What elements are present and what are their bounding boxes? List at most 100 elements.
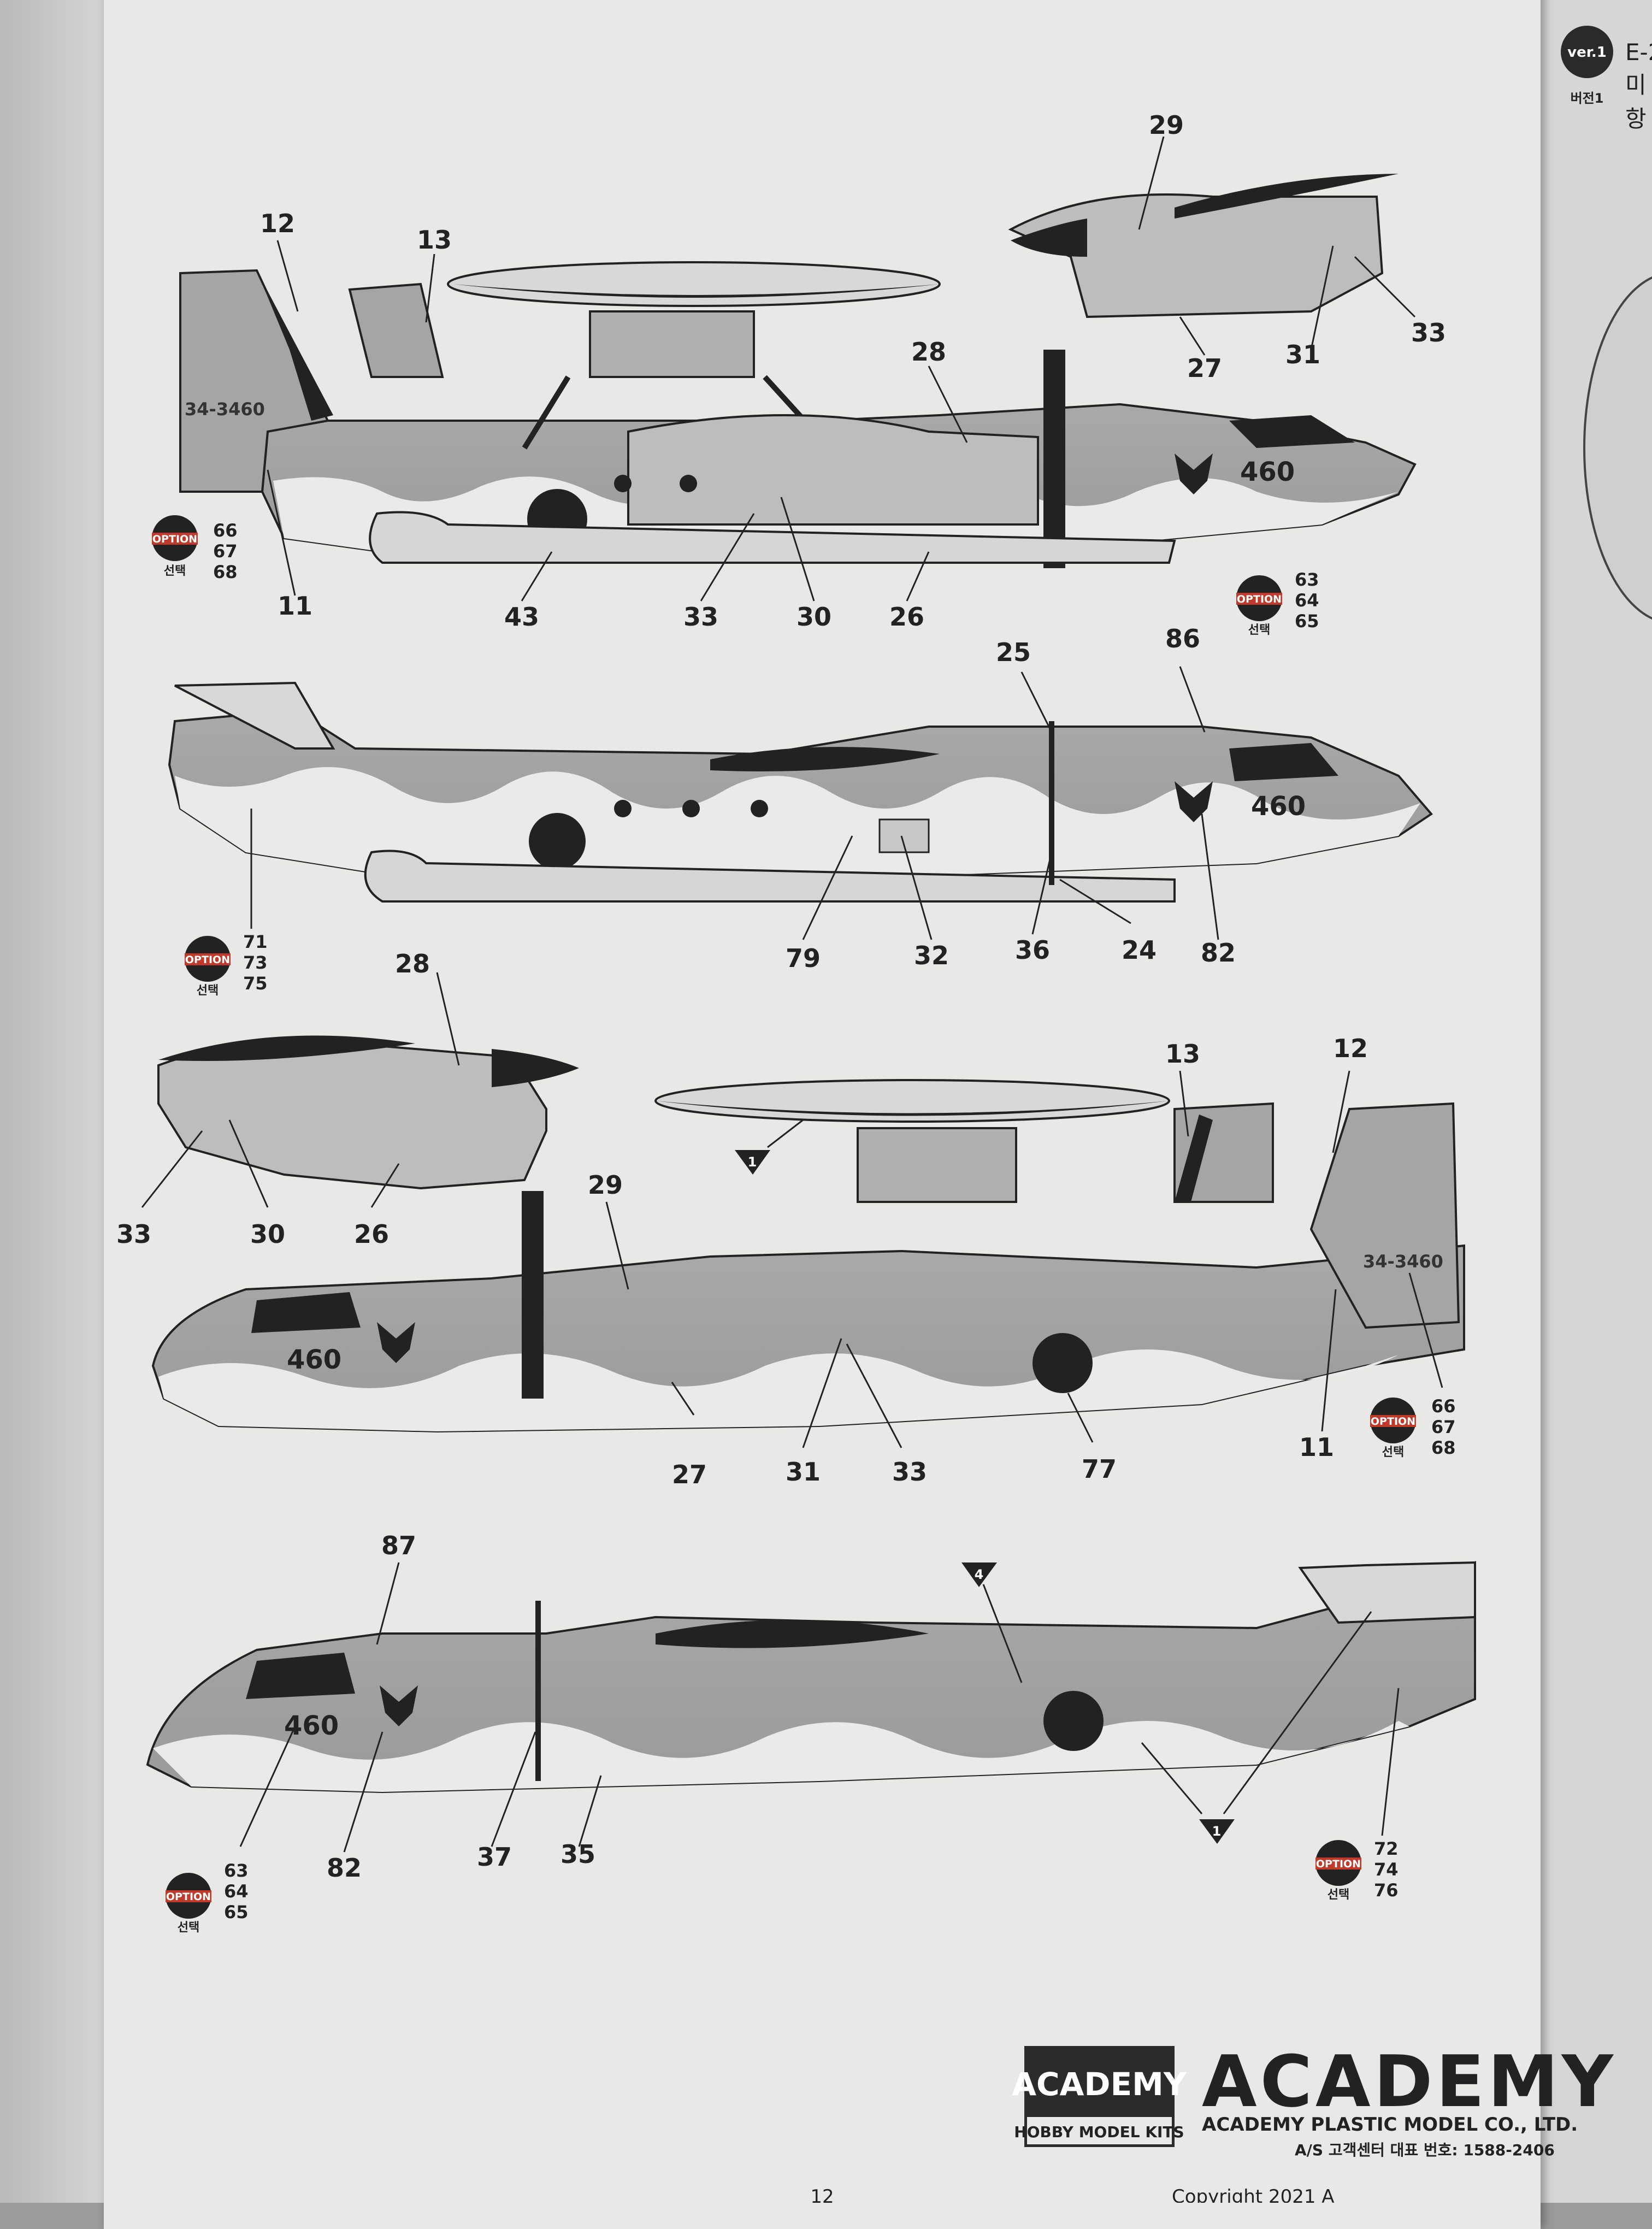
profile-1: 460 34-3460 12 13 11 43 33 30 26 28 29	[152, 110, 1446, 637]
academy-logo: ACADEMY	[1202, 2040, 1616, 2123]
callout-37: 37	[477, 1842, 512, 1872]
right-text-2: 미	[1625, 72, 1647, 98]
option-badge-5-sub: 선택	[178, 1921, 199, 1935]
radome-1	[447, 261, 941, 307]
nose-number-1: 460	[1240, 457, 1295, 487]
callout-87: 87	[381, 1531, 416, 1560]
service-number: A/S 고객센터 대표 번호: 1588-2406	[1295, 2141, 1555, 2159]
callout-82b: 82	[327, 1853, 362, 1883]
callout-13b: 13	[1165, 1039, 1200, 1069]
academy-badge-top: ACADEMY	[1012, 2066, 1187, 2103]
option-1-num-a: 66	[213, 520, 238, 541]
callout-11: 11	[278, 591, 312, 621]
hinomaru-4	[1043, 1691, 1104, 1751]
callout-29b: 29	[588, 1170, 623, 1200]
callout-26: 26	[889, 602, 924, 632]
triangle-marker-4-top-label: 4	[975, 1567, 984, 1582]
callout-30b: 30	[250, 1219, 285, 1249]
option-2-num-b: 64	[1295, 590, 1319, 611]
option-6-num-a: 72	[1374, 1838, 1399, 1859]
callout-25: 25	[996, 638, 1031, 667]
callout-27: 27	[1187, 353, 1222, 383]
callout-28b: 28	[395, 949, 430, 978]
nose-number-3: 460	[287, 1345, 341, 1375]
radome-pylon-3	[857, 1127, 1017, 1203]
radome-2	[710, 747, 940, 771]
option-badge-3-sub: 선택	[197, 984, 219, 998]
callout-12b: 12	[1333, 1034, 1368, 1063]
option-3-num-c: 75	[243, 973, 268, 994]
callout-32: 32	[914, 941, 949, 970]
cockpit-1	[1229, 415, 1355, 448]
callout-31: 31	[1285, 340, 1320, 369]
option-6-num-c: 76	[1374, 1880, 1399, 1901]
propeller-1	[1043, 350, 1065, 568]
triangle-marker-4-bottom-label: 1	[1212, 1824, 1222, 1839]
callout-24: 24	[1122, 935, 1157, 965]
profile-4: 460 4 1 87 82 37 35 OPTION 선택 63 64 65 O…	[146, 1531, 1476, 1935]
callout-31b: 31	[786, 1457, 821, 1487]
version-badge	[1561, 26, 1613, 78]
hinomaru-2	[529, 813, 586, 870]
ventral-fairing-1	[369, 511, 1176, 564]
cockpit-2	[1229, 743, 1338, 781]
option-badge-5-label: OPTION	[166, 1891, 211, 1903]
callout-35: 35	[560, 1839, 595, 1869]
option-badge-1-label: OPTION	[152, 533, 197, 545]
callout-36: 36	[1015, 935, 1050, 965]
profile-3: 460 34-3460 1 28 33 30 26 29 27 31 33 77	[116, 949, 1465, 1489]
tail-edge-1	[257, 270, 333, 421]
option-badge-6-label: OPTION	[1316, 1858, 1361, 1870]
option-badge-6-sub: 선택	[1328, 1888, 1349, 1902]
nacelle-1	[627, 414, 1039, 526]
option-badge-1-sub: 선택	[164, 564, 186, 578]
tail-serial-3: 34-3460	[1363, 1251, 1443, 1272]
tail-3	[1309, 1102, 1460, 1329]
nose-number-2: 460	[1251, 791, 1306, 822]
callout-43: 43	[504, 602, 539, 632]
bat-emblem-3	[377, 1322, 415, 1363]
option-badge-4-sub: 선택	[1382, 1446, 1404, 1459]
callout-26b: 26	[354, 1219, 389, 1249]
option-badge-2-label: OPTION	[1237, 593, 1282, 605]
ventral-fairing-2	[364, 850, 1176, 903]
triangle-marker-3-label: 1	[748, 1154, 757, 1170]
callout-29: 29	[1149, 110, 1184, 140]
right-text-1: E-2	[1625, 39, 1652, 66]
option-5-num-c: 65	[224, 1902, 249, 1923]
radome-pylon-1	[589, 310, 755, 378]
option-4-num-a: 66	[1431, 1396, 1456, 1417]
cockpit-4	[246, 1653, 355, 1699]
callout-77: 77	[1082, 1454, 1117, 1484]
bat-emblem-2	[1175, 781, 1213, 822]
nose-number-4: 460	[284, 1711, 339, 1741]
nacelle-detail-1	[1008, 193, 1384, 319]
profile-2: 460 25 86 79 32 36 24 82 OPTION 선택 71 73…	[168, 624, 1433, 998]
option-3-num-a: 71	[243, 931, 268, 952]
bat-emblem-4	[380, 1685, 418, 1726]
right-text-3: 항	[1625, 105, 1647, 132]
right-page-diagram	[1583, 276, 1652, 620]
option-5-num-a: 63	[224, 1860, 249, 1881]
callout-33: 33	[683, 602, 718, 632]
option-badge-2-sub: 선택	[1248, 623, 1270, 637]
tail-serial-1: 34-3460	[185, 399, 265, 420]
splinter-camo-2	[175, 767, 1420, 880]
callout-33d: 33	[892, 1457, 927, 1487]
callout-27b: 27	[672, 1460, 707, 1489]
tail-cap-1	[348, 282, 444, 378]
triangle-marker-4-top	[961, 1562, 997, 1587]
callout-30: 30	[796, 602, 831, 632]
hinomaru-3	[1032, 1333, 1093, 1393]
triangle-marker-4-bottom	[1199, 1819, 1235, 1844]
footer: ACADEMY HOBBY MODEL KITS ACADEMY ACADEMY…	[810, 2040, 1616, 2203]
nacelle-detail-3	[157, 1040, 547, 1190]
antenna-line-4	[535, 1601, 541, 1781]
option-4-num-c: 68	[1431, 1437, 1456, 1458]
callout-86: 86	[1165, 624, 1200, 653]
option-6-num-b: 74	[1374, 1859, 1399, 1880]
option-3-num-b: 73	[243, 952, 268, 973]
option-2-num-c: 65	[1295, 611, 1319, 632]
callout-33c: 33	[116, 1219, 151, 1249]
callout-79: 79	[786, 944, 821, 973]
